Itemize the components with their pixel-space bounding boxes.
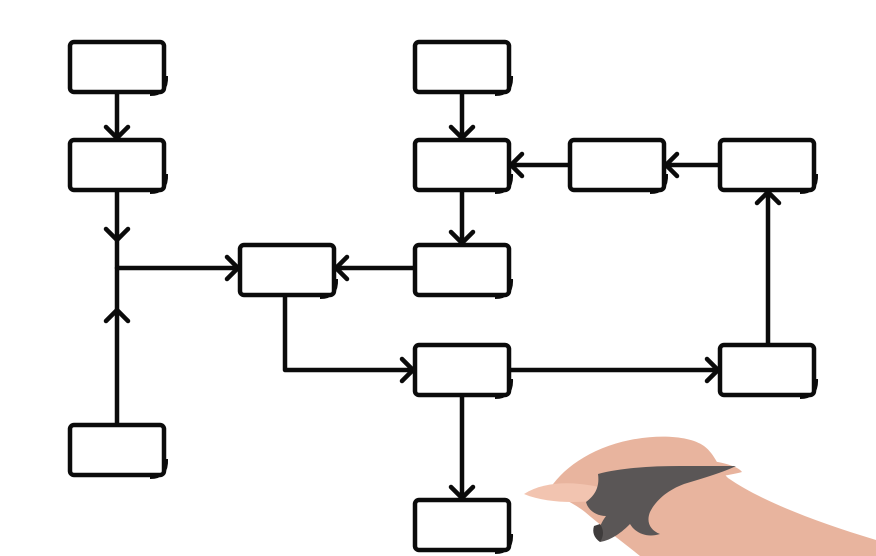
- node-ink-stroke: [650, 174, 669, 194]
- node-box: [237, 242, 337, 298]
- flowchart-node: [717, 342, 819, 399]
- node-ink-stroke: [495, 174, 514, 194]
- node-ink-stroke: [800, 174, 819, 194]
- flowchart-nodes: [67, 39, 819, 554]
- node-box: [412, 137, 512, 193]
- hand-holding-pen-illustration: [524, 436, 876, 556]
- flowchart-node: [412, 342, 514, 399]
- flowchart-node: [567, 137, 669, 194]
- flowchart-node: [717, 137, 819, 194]
- flowchart-node: [412, 137, 514, 194]
- node-box: [567, 137, 667, 193]
- node-box: [412, 342, 512, 398]
- node-box: [412, 39, 512, 95]
- node-ink-stroke: [150, 174, 169, 194]
- pen-body: [586, 466, 736, 542]
- node-box: [67, 137, 167, 193]
- node-ink-stroke: [495, 379, 514, 399]
- node-ink-stroke: [150, 459, 169, 479]
- flowchart-node: [67, 137, 169, 194]
- flowchart-node: [67, 39, 169, 96]
- node-box: [717, 342, 817, 398]
- node-box: [412, 497, 512, 553]
- node-ink-stroke: [495, 279, 514, 299]
- node-ink-stroke: [495, 534, 514, 554]
- node-ink-stroke: [495, 76, 514, 96]
- node-ink-stroke: [800, 379, 819, 399]
- node-ink-stroke: [150, 76, 169, 96]
- flowchart-node: [412, 39, 514, 96]
- node-box: [412, 242, 512, 298]
- node-box: [717, 137, 817, 193]
- node-box: [67, 422, 167, 478]
- flowchart-node: [67, 422, 169, 479]
- node-ink-stroke: [320, 279, 339, 299]
- node-box: [67, 39, 167, 95]
- pen-nib: [593, 524, 603, 542]
- flowchart-edge: [282, 292, 416, 373]
- flowchart-node: [412, 497, 514, 554]
- flowchart-node: [237, 242, 339, 299]
- flowchart-node: [412, 242, 514, 299]
